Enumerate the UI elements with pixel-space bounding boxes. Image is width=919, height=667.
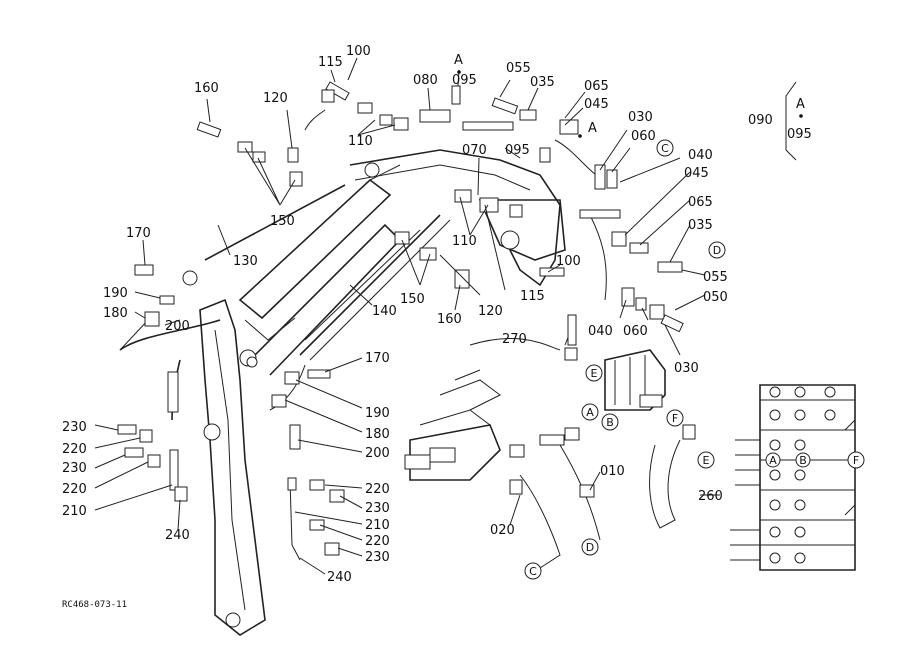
circled-callouts: C D E A B F D C E A B F <box>524 139 865 580</box>
part-label: 230 <box>365 550 390 565</box>
part-label: 030 <box>674 361 699 376</box>
callout-label: A <box>586 406 594 419</box>
part-label: 220 <box>365 482 390 497</box>
part-label: 100 <box>556 254 581 269</box>
part-label: 055 <box>703 270 728 285</box>
leader-lines <box>94 57 797 575</box>
part-label: 010 <box>600 464 625 479</box>
part-label: 040 <box>588 324 613 339</box>
part-label: 210 <box>365 518 390 533</box>
fittings <box>117 81 696 556</box>
part-label: 160 <box>194 81 219 96</box>
callout-label: A <box>769 454 777 467</box>
part-label: 220 <box>62 442 87 457</box>
part-label: 150 <box>270 214 295 229</box>
part-label: 050 <box>703 290 728 305</box>
part-label: 160 <box>437 312 462 327</box>
part-label: 190 <box>365 406 390 421</box>
callout-label: E <box>703 454 710 467</box>
drawing-reference: RC468-073-11 <box>62 600 127 610</box>
callout-label: B <box>606 416 614 429</box>
part-label: 110 <box>348 134 373 149</box>
part-label: 060 <box>623 324 648 339</box>
part-label: 120 <box>263 91 288 106</box>
part-label: 030 <box>628 110 653 125</box>
part-label: 095 <box>505 143 530 158</box>
hydraulic-hoses <box>119 109 681 569</box>
part-label: 045 <box>584 97 609 112</box>
part-label: 140 <box>372 304 397 319</box>
part-label: 095 <box>787 127 812 142</box>
part-label: 230 <box>62 461 87 476</box>
part-label: 270 <box>502 332 527 347</box>
part-label: 080 <box>413 73 438 88</box>
part-label: 260 <box>698 489 723 504</box>
part-label: 110 <box>452 234 477 249</box>
section-marker-label: A <box>454 53 463 68</box>
part-label: 230 <box>62 420 87 435</box>
callout-label: C <box>529 565 537 578</box>
part-label: 100 <box>346 44 371 59</box>
part-label: 115 <box>318 55 343 70</box>
part-label: 240 <box>327 570 352 585</box>
part-label: 170 <box>126 226 151 241</box>
part-label: 220 <box>62 482 87 497</box>
part-label: 070 <box>462 143 487 158</box>
part-label: 045 <box>684 166 709 181</box>
part-label: 130 <box>233 254 258 269</box>
callout-label: C <box>661 142 669 155</box>
part-label: 210 <box>62 504 87 519</box>
part-label: 240 <box>165 528 190 543</box>
part-label: 200 <box>365 446 390 461</box>
part-label: 115 <box>520 289 545 304</box>
callout-label: F <box>853 454 859 467</box>
part-label: 090 <box>748 113 773 128</box>
part-label: 180 <box>103 306 128 321</box>
part-label: 200 <box>165 319 190 334</box>
part-label: 220 <box>365 534 390 549</box>
part-label: 055 <box>506 61 531 76</box>
callout-label: B <box>799 454 807 467</box>
part-label: 120 <box>478 304 503 319</box>
part-labels: 160 115 100 080 095 055 035 065 045 120 … <box>62 44 812 585</box>
part-label: 180 <box>365 427 390 442</box>
part-label: 170 <box>365 351 390 366</box>
callout-label: E <box>591 367 598 380</box>
control-valve-assembly <box>404 369 501 481</box>
part-label: 190 <box>103 286 128 301</box>
part-label: 065 <box>688 195 713 210</box>
section-markers: A A A <box>454 53 805 138</box>
part-label: 150 <box>400 292 425 307</box>
valve-bank <box>730 384 856 571</box>
part-label: 040 <box>688 148 713 163</box>
callout-label: F <box>672 412 678 425</box>
part-label: 065 <box>584 79 609 94</box>
part-label: 230 <box>365 501 390 516</box>
part-label: 095 <box>452 73 477 88</box>
part-label: 020 <box>490 523 515 538</box>
callout-label: D <box>586 541 594 554</box>
callout-label: D <box>713 244 721 257</box>
section-marker-label: A <box>588 121 597 136</box>
boom-structure <box>182 149 566 636</box>
part-label: 035 <box>688 218 713 233</box>
section-marker-label: A <box>796 97 805 112</box>
part-label: 035 <box>530 75 555 90</box>
part-label: 060 <box>631 129 656 144</box>
